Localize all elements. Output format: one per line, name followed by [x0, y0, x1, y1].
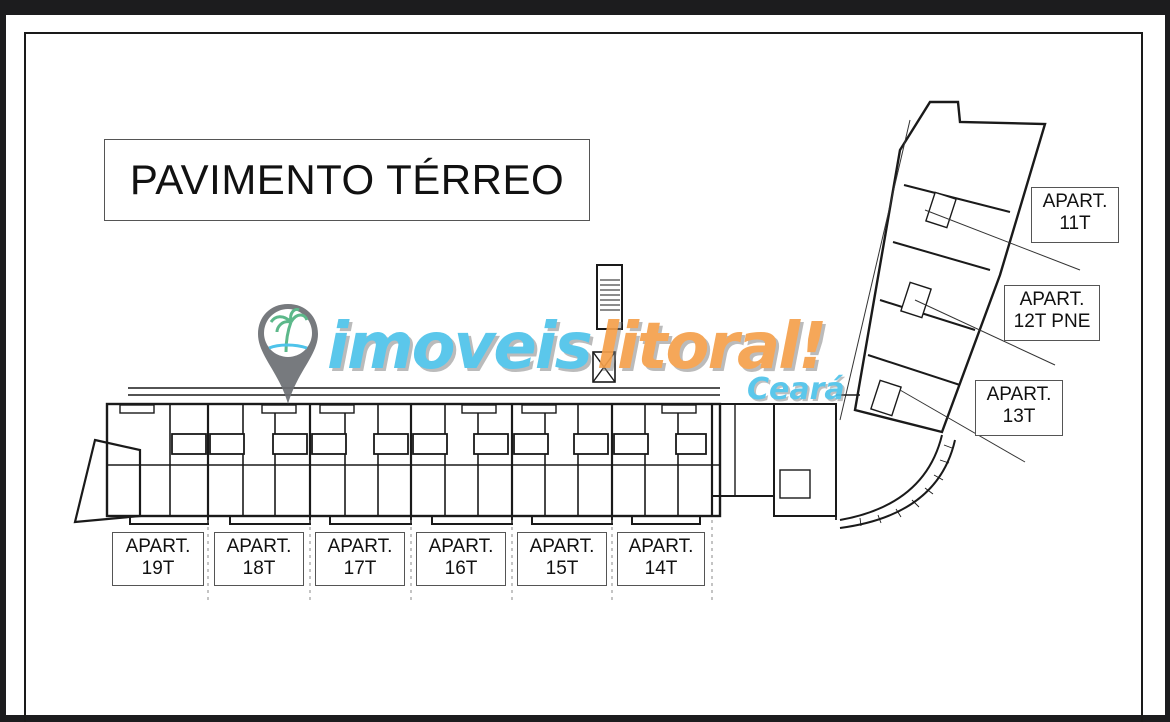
unit-label-line: APART.: [628, 536, 694, 557]
unit-number: 16T: [444, 558, 478, 579]
unit-number: 17T: [343, 558, 377, 579]
unit-label-16t: APART. 16T: [416, 532, 506, 586]
unit-label-line: APART.: [428, 536, 494, 557]
unit-number: 15T: [545, 558, 579, 579]
drawing-sheet: [6, 15, 1165, 715]
unit-label-line: APART.: [529, 536, 595, 557]
unit-label-11t: APART. 11T: [1031, 187, 1119, 243]
title-box: PAVIMENTO TÉRREO: [104, 139, 590, 221]
unit-label-line: APART.: [1042, 191, 1108, 212]
unit-label-15t: APART. 15T: [517, 532, 607, 586]
unit-label-line: APART.: [226, 536, 292, 557]
page-title: PAVIMENTO TÉRREO: [129, 156, 565, 203]
unit-label-12t-pne: APART. 12T PNE: [1004, 285, 1100, 341]
unit-number: 18T: [242, 558, 276, 579]
unit-number: 12T PNE: [1013, 311, 1091, 332]
drawing-frame: [24, 32, 1143, 722]
unit-label-18t: APART. 18T: [214, 532, 304, 586]
unit-label-line: APART.: [1019, 289, 1085, 310]
unit-number: 11T: [1059, 213, 1091, 234]
unit-label-19t: APART. 19T: [112, 532, 204, 586]
unit-number: 14T: [644, 558, 678, 579]
unit-number: 19T: [141, 558, 175, 579]
unit-label-line: APART.: [986, 384, 1052, 405]
floor-plan: [73, 100, 1081, 600]
unit-label-14t: APART. 14T: [617, 532, 705, 586]
unit-label-17t: APART. 17T: [315, 532, 405, 586]
unit-number: 13T: [1002, 406, 1036, 427]
unit-label-line: APART.: [327, 536, 393, 557]
unit-label-line: APART.: [125, 536, 191, 557]
unit-label-13t: APART. 13T: [975, 380, 1063, 436]
